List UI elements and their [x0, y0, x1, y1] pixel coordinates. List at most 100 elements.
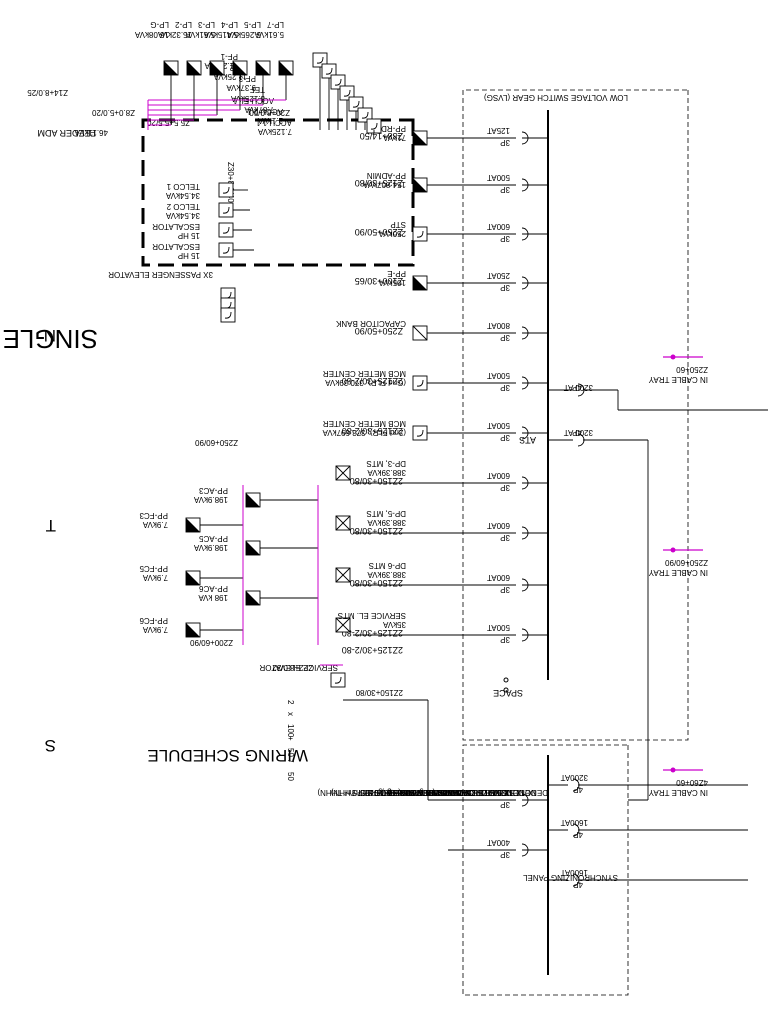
lp-6-name: LP-G: [150, 20, 169, 29]
compass-n: N: [44, 326, 56, 345]
rd-load-2-symbol-mark: [325, 67, 333, 75]
feeder-1-breaker: [521, 131, 529, 145]
rd-load-7-load: 7.125kVA: [257, 127, 292, 136]
fc-3-load: 7.9kVA: [142, 625, 168, 634]
service-elevator-feeder: Z22+8.0/32: [272, 663, 313, 672]
ac-2-symbol-fill: [246, 541, 260, 555]
ats-b-rating: 3200 AT: [564, 428, 593, 437]
ac-feeder-top: Z250+60/90: [195, 438, 238, 447]
feeder-1-feeder: Z38+14/50: [360, 131, 403, 141]
feeder-8-panel-name: DP-3, MTS: [366, 459, 406, 468]
wiring-note-5: X FOR 3 WIRES: [440, 788, 500, 797]
lp-5-symbol-fill: [187, 61, 201, 75]
sync-out-2-breaker: [521, 843, 529, 857]
wiring-note-11: 3 FOR 3 SETS: [375, 788, 428, 797]
admin-load-3-symbol-mark: [222, 226, 230, 234]
spare-terminal-1: [503, 677, 509, 683]
feeder-5-panel-name: CAPACITOR BANK: [335, 319, 406, 328]
feeder-10-panel-name: DP-6 MTS: [369, 561, 406, 570]
wiring-note-9: BLANK FOR 1 SET: [382, 788, 452, 797]
feeder-5-poles: 3P: [500, 333, 510, 342]
feeder-4-panel-symbol-fill: [413, 276, 427, 290]
passenger-elevator-3-symbol-mark: [224, 311, 232, 319]
feeder-11-panel-load: 35kVA: [382, 620, 406, 629]
admin-load-2-load: 34.54kVA: [165, 211, 200, 220]
rd-load-3-symbol-mark: [334, 78, 342, 86]
rd-load-7-name: ACCU 1.1: [255, 118, 292, 127]
feeder-10-panel-symbol-x2: [335, 567, 351, 583]
ats-b-poles: 4P: [572, 428, 582, 437]
feeder-6-poles: 3P: [500, 383, 510, 392]
feeder-10-panel-load: 388.39kVA: [367, 570, 406, 579]
rd-load-4-symbol-mark: [343, 89, 351, 97]
ac-1-symbol-fill: [246, 493, 260, 507]
feeder-6-panel-name: MCB METER CENTER: [323, 369, 406, 378]
service-elevator-symbol: [330, 672, 346, 688]
lp-3-name: LP-4: [221, 20, 238, 29]
feeder-6-rating: 500AT: [487, 371, 510, 380]
wiring-formula-1: 2: [286, 700, 295, 705]
ac-1-load: 198.9kVA: [193, 495, 228, 504]
feeder-3-panel-symbol: [412, 226, 428, 242]
sync-out-1-poles: 3P: [500, 800, 510, 809]
wiring-formula-3: 100: [286, 724, 295, 738]
admin-load-1-load: 34.54kVA: [165, 191, 200, 200]
feeder-8-panel-symbol-x2: [335, 465, 351, 481]
feeder-11-extra: 2Z125+30/2-80: [342, 645, 403, 655]
feeder-3-panel-load: 250kVA: [378, 229, 406, 238]
feeder-10-feeder: 2Z150+30/80: [350, 578, 403, 588]
lp-feeder-c: Z5.5+5.5/20: [147, 118, 190, 127]
lp-2-symbol-fill: [256, 61, 270, 75]
wiring-schedule-title: WIRING SCHEDULE: [147, 746, 308, 765]
wiring-note-8: DENOTES NUMBER OF SETS: [352, 788, 464, 797]
incoming-feeder-3: 4Z60+60: [676, 778, 708, 787]
incoming-dot-3: [670, 767, 676, 773]
lp-2-load: 5.265kVA: [226, 30, 261, 39]
fc-1-symbol-fill: [186, 518, 200, 532]
feeder-5-rating: 800AT: [487, 321, 510, 330]
feeder-7-poles: 3P: [500, 433, 510, 442]
admin-load-1-name: TELCO 1: [166, 182, 200, 191]
sync-panel-frame: [462, 744, 629, 996]
feeder-5-feeder: Z250+50/90: [355, 326, 403, 336]
feeder-3-feeder: Z250+50/90: [355, 227, 403, 237]
lp-6-load: 16.08kVA: [134, 30, 169, 39]
service-elevator-symbol-mark: [334, 676, 342, 684]
feeder-1-panel-load: 71kVA: [382, 133, 406, 142]
lp-4-name: LP-3: [198, 20, 215, 29]
ats-label: ATS: [519, 435, 536, 445]
feeder-4-poles: 3P: [500, 283, 510, 292]
incoming-feeder-2: Z250+60/90: [665, 558, 708, 567]
lp-feeder-d: Z20+8.0/50: [249, 108, 290, 117]
feeder-8-feeder: 2Z150+30/80: [350, 476, 403, 486]
sync-breaker-1-rating: 3200AT: [560, 773, 588, 782]
ac-3-load: 198 kVA: [198, 593, 228, 602]
feeder-11-breaker: [521, 628, 529, 642]
lp-3-load: 5.415kVA: [203, 30, 238, 39]
admin-load-3-load: 15 HP: [178, 231, 200, 240]
lp-3-symbol-fill: [233, 61, 247, 75]
feeder-1-rating: 125AT: [487, 126, 510, 135]
admin-load-4-name: ESCALATOR: [152, 242, 200, 251]
feeder-9-feeder: 2Z150+30/80: [350, 526, 403, 536]
admin-load-4-load: 15 HP: [178, 251, 200, 260]
feeder-3-rating: 600AT: [487, 222, 510, 231]
rd-load-4-load: 3.125kVA: [230, 94, 265, 103]
feeder-2-panel-name: PP-ADMIN: [367, 171, 406, 180]
feeder-2-feeder: Z125+30/80: [355, 178, 403, 188]
sync-out-1-breaker: [521, 793, 529, 807]
feeder-2-panel-symbol-fill: [413, 178, 427, 192]
feeder-8-panel-load: 388.39kVA: [367, 468, 406, 477]
feeder-9-panel-name: DP-5, MTS: [366, 509, 406, 518]
lvsg-frame: [462, 89, 689, 741]
feeder-10-breaker: [521, 578, 529, 592]
feeder-6-panel-symbol-mark: [416, 379, 424, 387]
ats-a-rating: 3200 AT: [564, 383, 593, 392]
feeder-6-panel-load: (Gnd FLR), 370.39kVA: [325, 378, 406, 387]
feeder-8-breaker: [521, 476, 529, 490]
lp-6-symbol-fill: [164, 61, 178, 75]
feeder-3-breaker: [521, 227, 529, 241]
admin-load-2-name: TELCO 2: [166, 202, 200, 211]
